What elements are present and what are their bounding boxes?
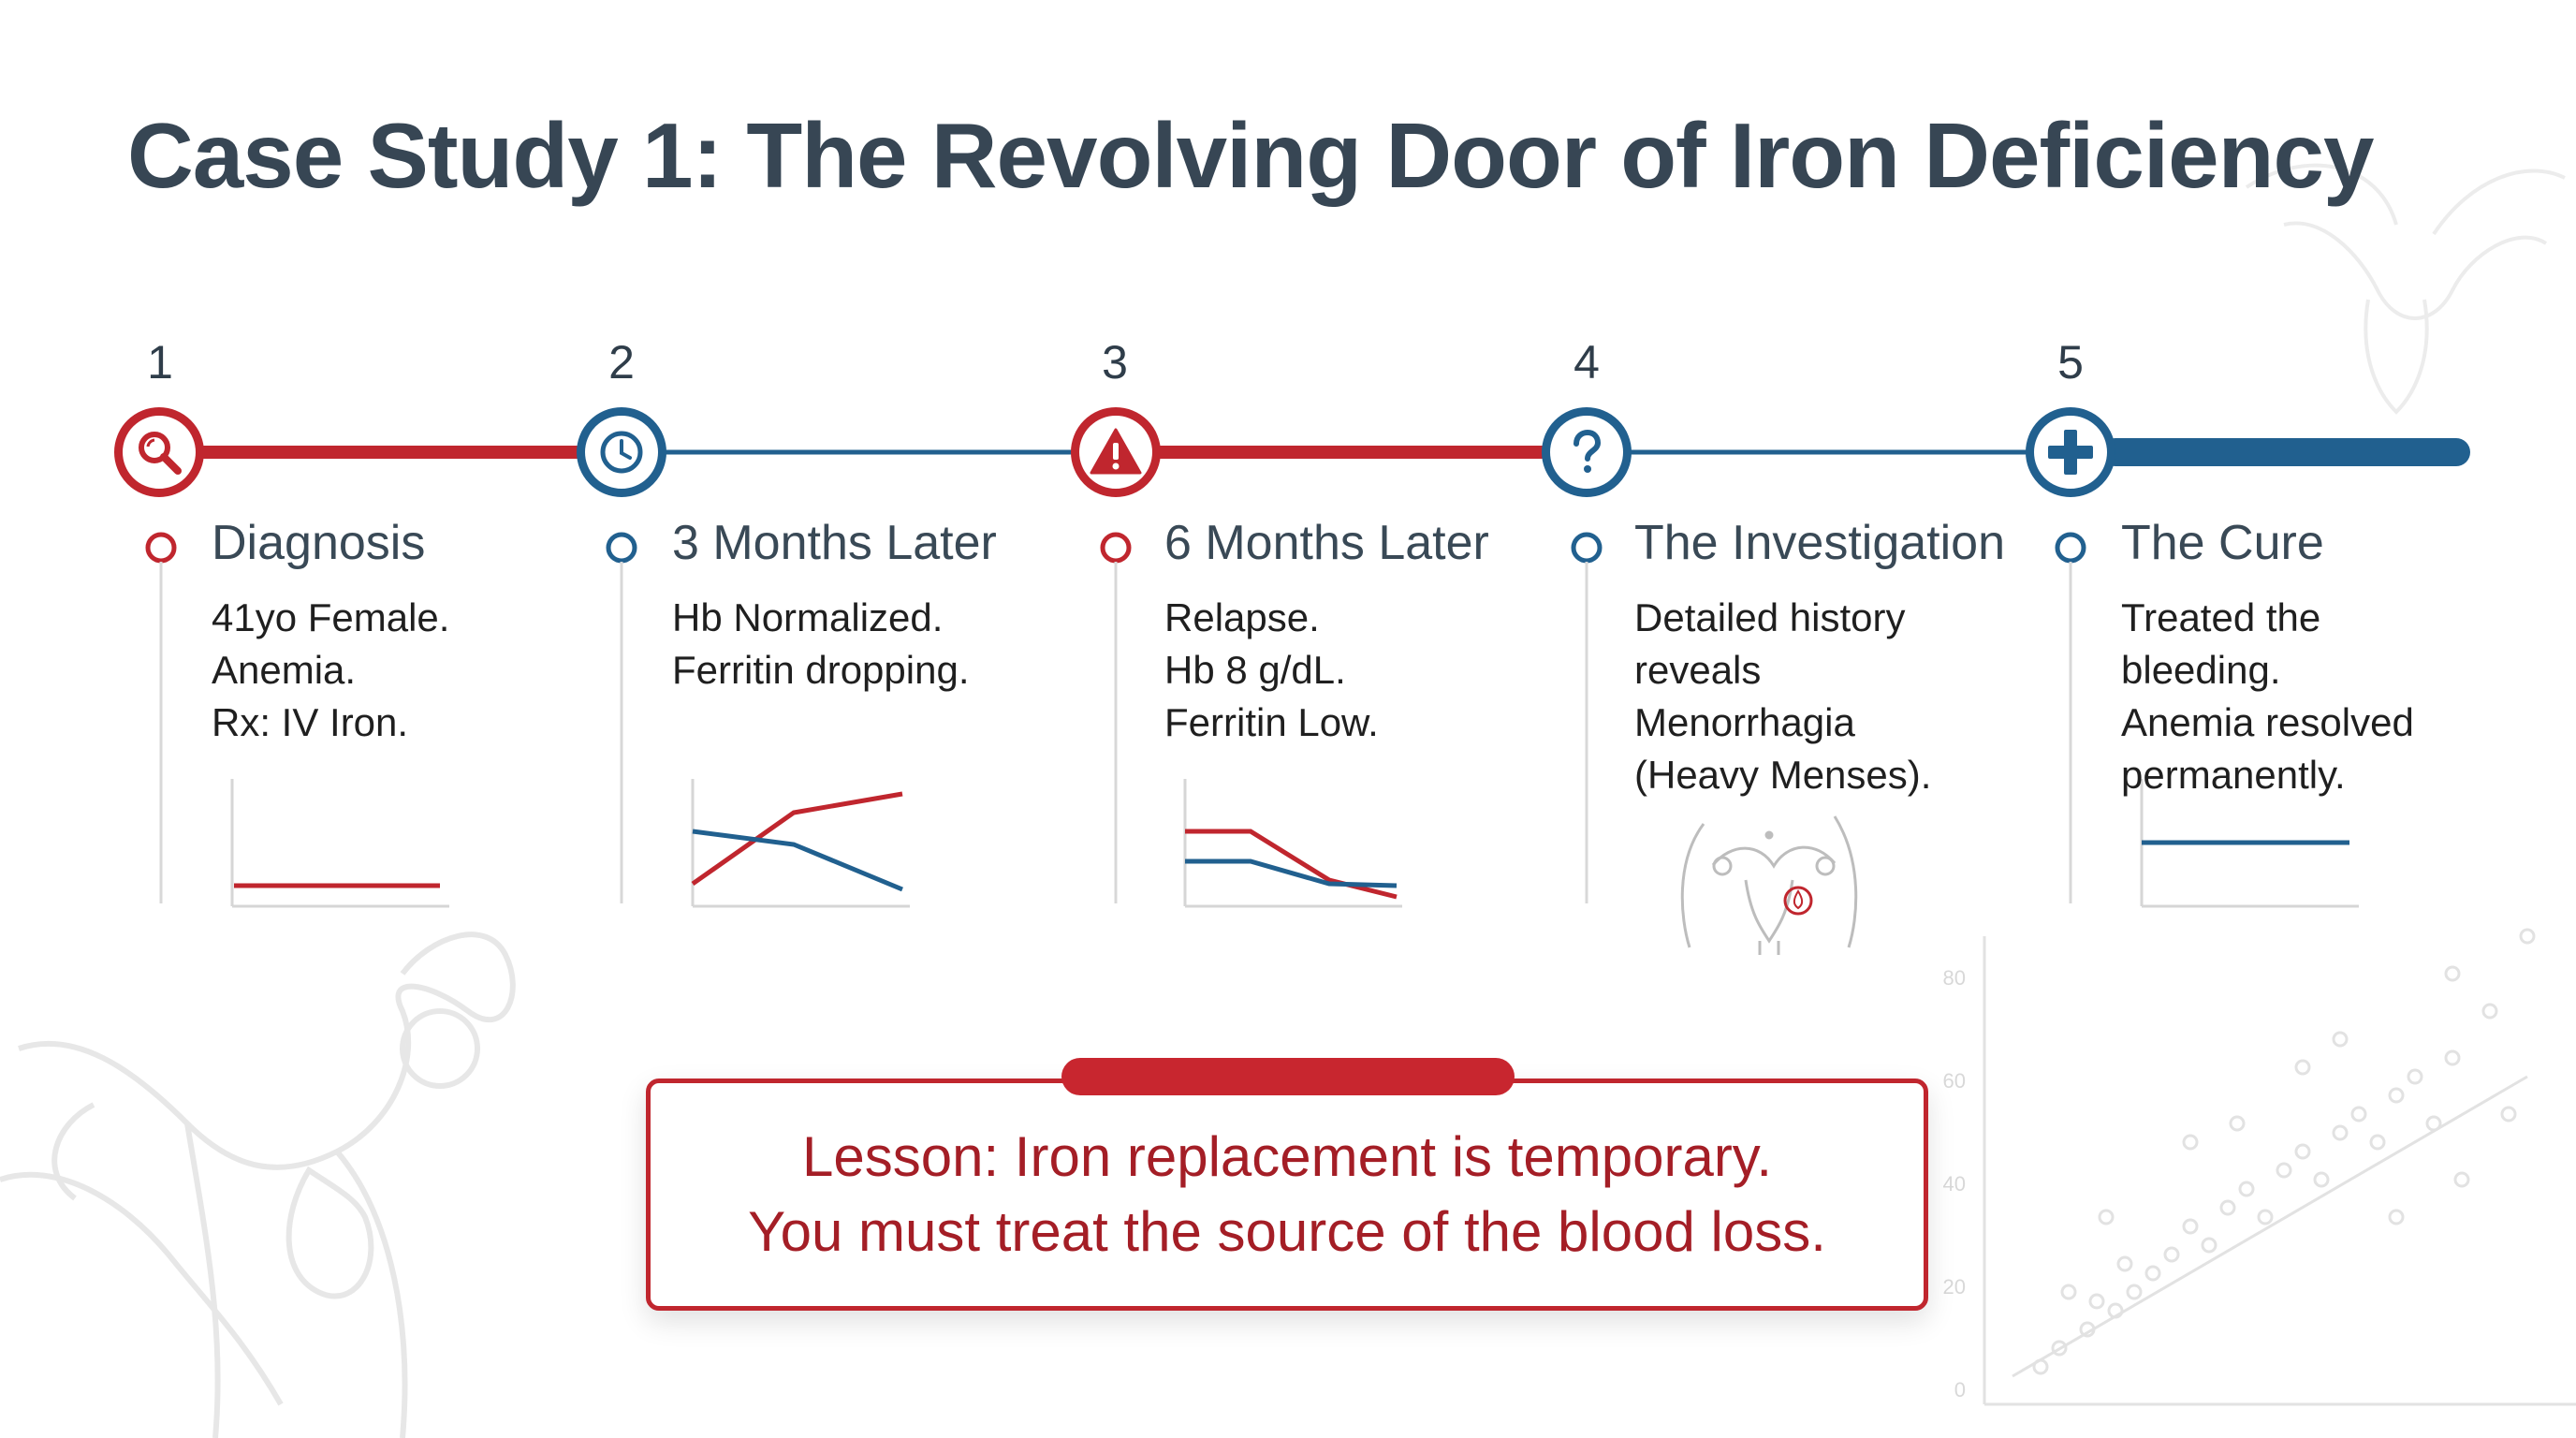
mini-chart-1 bbox=[230, 779, 449, 908]
mini-chart-2-ferritin-line bbox=[692, 829, 903, 892]
step-1-dot bbox=[145, 532, 177, 564]
step-3-number: 3 bbox=[1102, 336, 1128, 389]
step-1-number: 1 bbox=[147, 336, 173, 389]
scatter-tick-80: 80 bbox=[1943, 966, 1966, 990]
step-3-dot bbox=[1100, 532, 1132, 564]
step-5-node bbox=[2026, 407, 2115, 497]
step-4-dot bbox=[1571, 532, 1603, 564]
step-2-number: 2 bbox=[608, 336, 635, 389]
step-1-line: Anemia. bbox=[212, 648, 357, 692]
step-4-title: The Investigation bbox=[1634, 516, 2006, 570]
step-4-line: (Heavy Menses). bbox=[1634, 753, 1932, 797]
step-2-line: Ferritin dropping. bbox=[672, 648, 970, 692]
step-3-title: 6 Months Later bbox=[1164, 516, 1489, 570]
step-4-number: 4 bbox=[1573, 336, 1600, 389]
lesson-callout: Lesson: Iron replacement is temporary. Y… bbox=[646, 1078, 1928, 1311]
step-3-line: Ferritin Low. bbox=[1164, 700, 1379, 744]
mini-chart-3-ferritin-line bbox=[1185, 858, 1398, 888]
magnifier-icon bbox=[139, 432, 182, 475]
scatter-tick-60: 60 bbox=[1943, 1069, 1966, 1093]
question-icon bbox=[1573, 429, 1602, 473]
step-5-description: Treated the bleeding. Anemia resolved pe… bbox=[2121, 592, 2414, 801]
step-3-description: Relapse. Hb 8 g/dL. Ferritin Low. bbox=[1164, 592, 1379, 749]
clock-icon bbox=[600, 431, 643, 474]
step-5-line: Treated the bbox=[2121, 595, 2321, 639]
uterus-outline-topright bbox=[2245, 163, 2566, 415]
step-4-line: Menorrhagia bbox=[1634, 700, 1855, 744]
step-2-dot bbox=[606, 532, 637, 564]
step-5-line: permanently. bbox=[2121, 753, 2346, 797]
step-4-description: Detailed history reveals Menorrhagia (He… bbox=[1634, 592, 1931, 801]
scatter-tick-20: 20 bbox=[1943, 1275, 1966, 1299]
step-4-line: reveals bbox=[1634, 648, 1762, 692]
step-3-line: Relapse. bbox=[1164, 595, 1320, 639]
mini-chart-2-hb-line bbox=[691, 791, 903, 887]
scatter-plot-decor bbox=[1983, 928, 2576, 1406]
blood-drop-marker bbox=[1783, 886, 1813, 916]
step-5-title: The Cure bbox=[2121, 516, 2324, 570]
step-2-node bbox=[577, 407, 666, 497]
step-2-title: 3 Months Later bbox=[672, 516, 997, 570]
step-5-number: 5 bbox=[2057, 336, 2084, 389]
step-1-title: Diagnosis bbox=[212, 516, 426, 570]
scatter-tick-40: 40 bbox=[1943, 1172, 1966, 1196]
plus-icon bbox=[2048, 430, 2093, 475]
step-5-line: Anemia resolved bbox=[2121, 700, 2414, 744]
step-3-line: Hb 8 g/dL. bbox=[1164, 648, 1346, 692]
mini-chart-5 bbox=[2140, 779, 2359, 908]
step-2-description: Hb Normalized. Ferritin dropping. bbox=[672, 592, 969, 697]
step-connectors bbox=[145, 532, 2086, 903]
warning-icon bbox=[1090, 428, 1142, 475]
mini-chart-3 bbox=[1183, 779, 1402, 908]
page-title: Case Study 1: The Revolving Door of Iron… bbox=[127, 104, 2374, 207]
mini-chart-2 bbox=[691, 779, 910, 908]
step-1-description: 41yo Female. Anemia. Rx: IV Iron. bbox=[212, 592, 449, 749]
step-5-line: bleeding. bbox=[2121, 648, 2281, 692]
scatter-axis-ticks: 80 60 40 20 0 bbox=[1943, 966, 1966, 1401]
lesson-tab-bar bbox=[1061, 1058, 1515, 1095]
scatter-tick-0: 0 bbox=[1954, 1378, 1966, 1401]
uterus-icon-step-4 bbox=[1680, 815, 1858, 955]
lesson-line-1: Lesson: Iron replacement is temporary. bbox=[801, 1125, 1773, 1188]
step-3-node bbox=[1071, 407, 1161, 497]
step-4-node bbox=[1542, 407, 1632, 497]
mini-chart-3-hb-line bbox=[1185, 829, 1398, 900]
step-1-node bbox=[114, 407, 204, 497]
uterus-outline-left bbox=[0, 932, 516, 1438]
step-1-line: 41yo Female. bbox=[212, 595, 450, 639]
lesson-line-2: You must treat the source of the blood l… bbox=[748, 1200, 1826, 1263]
step-4-line: Detailed history bbox=[1634, 595, 1906, 639]
step-5-dot bbox=[2055, 532, 2086, 564]
step-1-line: Rx: IV Iron. bbox=[212, 700, 409, 744]
step-2-line: Hb Normalized. bbox=[672, 595, 944, 639]
